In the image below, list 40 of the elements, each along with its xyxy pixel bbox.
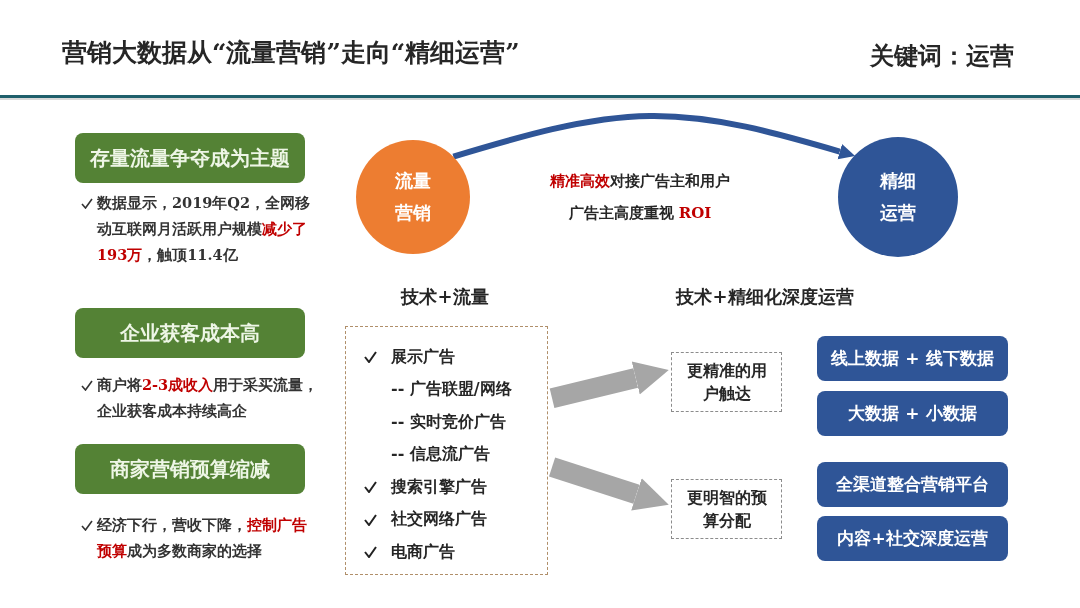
node-text: 精细运营 (878, 168, 917, 225)
title: 营销大数据从“流量营销”走向“精细运营” (62, 37, 520, 69)
bullet-text: 经济下行，营收下降，控制广告预算成为多数商家的选择 (97, 515, 308, 561)
data-box (817, 336, 1008, 381)
data-box (817, 391, 1008, 436)
dashed-box (671, 479, 782, 539)
list-item: -- 信息流广告 (391, 444, 490, 466)
bullet-text: 商户将2-3成收入用于采买流量，企业获客成本持续高企 (97, 375, 320, 421)
node-text: 线上数据 + 线下数据 (831, 347, 994, 370)
heading-banner (75, 308, 305, 358)
node-text: 全渠道整合营销平台 (836, 473, 989, 496)
node-text: 企业获客成本高 (120, 319, 260, 347)
dashed-list-box (345, 326, 548, 575)
block-arrow (548, 457, 669, 511)
block-arrow (549, 361, 669, 408)
node-text: 更明智的预算分配 (685, 486, 768, 532)
node-text: 流量营销 (394, 168, 432, 225)
column-heading: 技术+流量 (401, 285, 489, 309)
node-text: 更精准的用户触达 (685, 359, 768, 405)
heading-banner (75, 444, 305, 494)
node-text: 存量流量争夺成为主题 (90, 144, 290, 172)
list-item: 社交网络广告 (391, 509, 487, 531)
list-item: 展示广告 (391, 346, 455, 368)
dashed-box (671, 352, 782, 412)
list-item: -- 广告联盟/网络 (391, 379, 512, 401)
arc-note: 精准高效对接广告主和用户 (550, 172, 730, 191)
list-item: 搜索引擎广告 (391, 476, 487, 498)
node-text: 大数据 + 小数据 (848, 402, 977, 425)
list-item: -- 实时竞价广告 (391, 411, 506, 433)
column-heading: 技术+精细化深度运营 (676, 285, 854, 309)
node-text: 商家营销预算缩减 (110, 455, 270, 483)
data-box (817, 462, 1008, 507)
heading-banner (75, 133, 305, 183)
list-item: 电商广告 (391, 541, 455, 563)
bullet-text: 数据显示，2019年Q2，全网移动互联网月活跃用户规模减少了193万，触顶11.4亿 (97, 193, 312, 265)
node-text: 内容+社交深度运营 (837, 527, 988, 550)
arc-note: 广告主高度重视 ROI (568, 204, 712, 223)
data-box (817, 516, 1008, 561)
keyword-label: 关键词：运营 (870, 40, 1014, 72)
curved-arrow (452, 113, 856, 160)
